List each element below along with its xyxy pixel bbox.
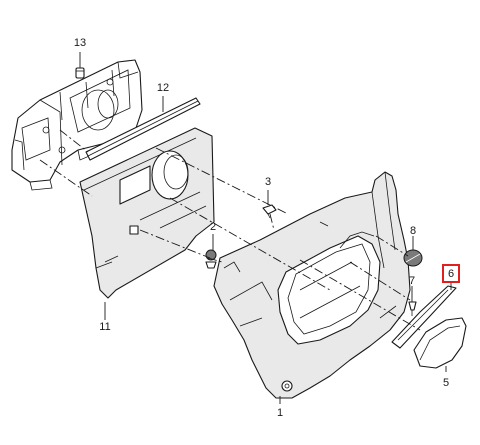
part-12-seal-strip xyxy=(85,97,201,161)
callout-6: 6 xyxy=(448,268,454,280)
part-5-cover xyxy=(413,317,467,369)
part-6-trim-strip xyxy=(391,285,457,349)
body-structure xyxy=(11,59,143,191)
callout-3: 3 xyxy=(265,176,271,188)
callout-12: 12 xyxy=(157,82,169,94)
part-8-cap xyxy=(403,249,423,267)
callout-1: 1 xyxy=(277,407,283,419)
leader-lines xyxy=(79,52,452,404)
callout-13: 13 xyxy=(74,37,86,49)
part-11-trim-panel xyxy=(79,127,215,299)
callout-6-highlight-box xyxy=(442,264,460,283)
part-3-clip xyxy=(262,204,277,219)
callout-11: 11 xyxy=(99,321,110,333)
callout-2: 2 xyxy=(210,221,216,233)
part-13-clip xyxy=(75,67,85,79)
part-7-screw xyxy=(408,301,417,316)
callout-5: 5 xyxy=(443,377,449,389)
callout-8: 8 xyxy=(410,225,416,237)
callout-7: 7 xyxy=(409,275,415,287)
part-1-side-trim xyxy=(213,171,411,399)
assembly-lines xyxy=(39,129,421,331)
